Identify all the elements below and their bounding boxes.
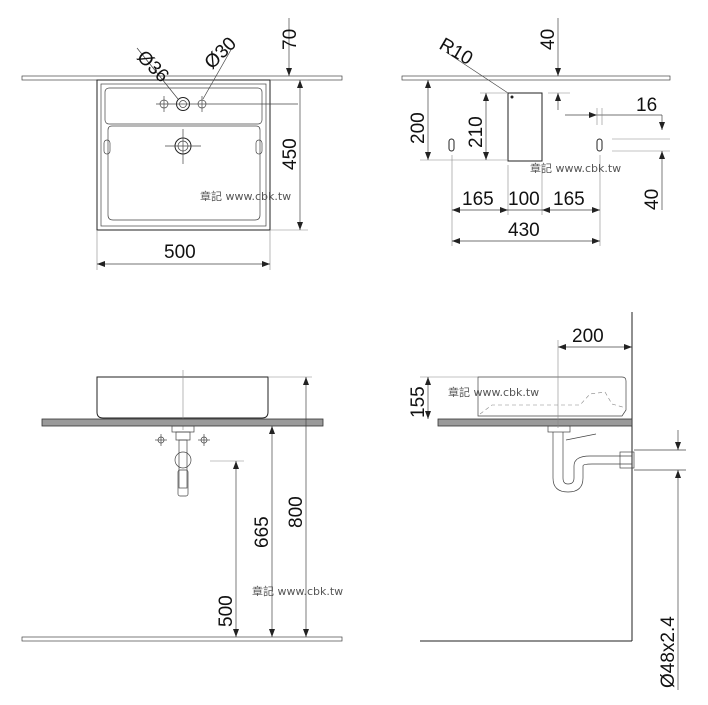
- dim-height-outer: 200: [408, 112, 429, 144]
- countertop: [41, 418, 324, 427]
- dim-right: 165: [553, 189, 585, 210]
- dim-width: 500: [164, 242, 196, 263]
- dim-bracket-top: 40: [538, 29, 559, 50]
- dim-radius: R10: [436, 34, 477, 70]
- basin-outline: [96, 79, 271, 231]
- side-view: 200 155 Ø48x2.4 章記 www.cbk.tw: [408, 312, 686, 690]
- mount-slot-left: [448, 138, 455, 152]
- dim-height-inner: 210: [466, 116, 487, 148]
- dim-665: 665: [252, 516, 273, 548]
- countertop: [437, 418, 633, 427]
- dim-pipe: Ø48x2.4: [658, 616, 679, 688]
- counter-top-line: [21, 75, 343, 81]
- overflow-right: [255, 139, 263, 155]
- dim-200: 200: [572, 326, 604, 347]
- basin-bowl: [107, 125, 261, 221]
- basin-deck: [104, 87, 263, 125]
- pop-up-rod: [565, 433, 597, 441]
- drain-pipe: [178, 439, 188, 489]
- dim-hole-left: Ø36: [132, 47, 172, 87]
- dim-depth: 450: [280, 138, 301, 170]
- watermark: 章記 www.cbk.tw: [448, 385, 539, 399]
- dim-500-floor: 500: [216, 595, 237, 627]
- top-view: Ø36 Ø30 70 450 500 章記 www.cbk.tw: [21, 18, 343, 270]
- counter-top-line: [401, 75, 671, 81]
- floor-line: [21, 636, 343, 642]
- dim-left: 165: [462, 189, 494, 210]
- watermark: 章記 www.cbk.tw: [530, 161, 621, 175]
- dim-top-offset: 70: [280, 29, 301, 50]
- watermark: 章記 www.cbk.tw: [200, 189, 291, 203]
- watermark: 章記 www.cbk.tw: [252, 584, 343, 598]
- trap: [174, 451, 192, 469]
- basin-front: [96, 376, 269, 419]
- basin-side: [477, 376, 627, 417]
- overflow-left: [103, 139, 111, 155]
- dim-bracket-bottom: 40: [642, 189, 663, 210]
- dim-155: 155: [408, 386, 429, 418]
- basin-rim: [100, 83, 267, 227]
- bracket-view: R10 40 200 210 16 40: [401, 18, 671, 246]
- dim-mid: 100: [508, 189, 540, 210]
- dim-hole-right: Ø30: [201, 33, 241, 73]
- dim-800: 800: [286, 496, 307, 528]
- dim-slot: 16: [636, 95, 657, 116]
- bracket-plate: [507, 92, 543, 162]
- front-view: 500 665 800 章記 www.cbk.tw: [21, 370, 343, 642]
- dim-total: 430: [508, 220, 540, 241]
- mount-slot-right: [596, 138, 603, 152]
